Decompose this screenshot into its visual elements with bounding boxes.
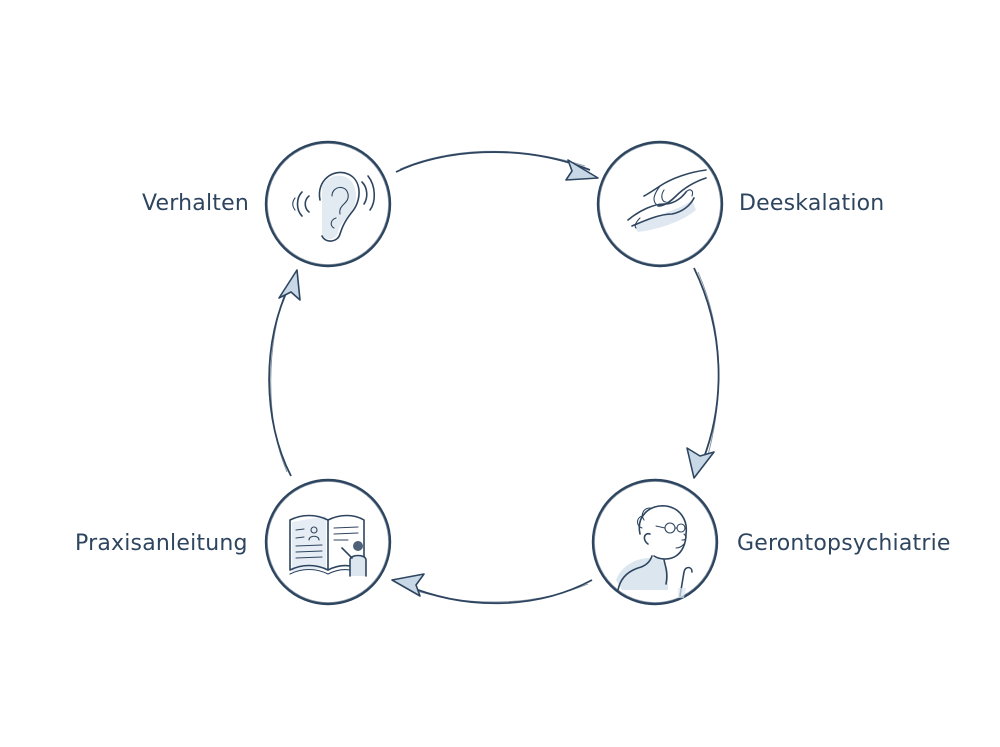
- label-gerontopsychiatrie: Gerontopsychiatrie: [737, 531, 951, 556]
- node-praxisanleitung: [264, 478, 392, 606]
- node-verhalten: [264, 140, 392, 268]
- arrowhead-to-geronto: [686, 447, 715, 479]
- label-deeskalation: Deeskalation: [739, 191, 885, 216]
- elderly-man-icon: [616, 505, 693, 598]
- teaching-book-icon: [289, 514, 367, 577]
- reaching-hands-icon: [627, 169, 707, 232]
- edge-geronto-praxis: [404, 579, 593, 605]
- node-deeskalation: [596, 140, 724, 268]
- arrowhead-to-praxis: [391, 573, 425, 597]
- arrowhead-to-deeskalation: [565, 159, 599, 181]
- edge-verhalten-deeskalation: [395, 151, 591, 173]
- label-praxisanleitung: Praxisanleitung: [75, 531, 248, 556]
- node-gerontopsychiatrie: [591, 478, 719, 606]
- edge-deeskalation-geronto-sketch: [697, 271, 720, 456]
- edge-deeskalation-geronto: [693, 267, 720, 461]
- edge-praxis-verhalten: [268, 284, 292, 477]
- edge-verhalten-deeskalation-sketch: [399, 150, 586, 170]
- edge-geronto-praxis-sketch: [409, 583, 589, 603]
- arrowhead-to-verhalten: [278, 269, 301, 301]
- edge-praxis-verhalten-sketch: [270, 289, 288, 473]
- label-verhalten: Verhalten: [142, 191, 249, 216]
- ear-icon: [292, 171, 376, 242]
- edges: [268, 150, 720, 605]
